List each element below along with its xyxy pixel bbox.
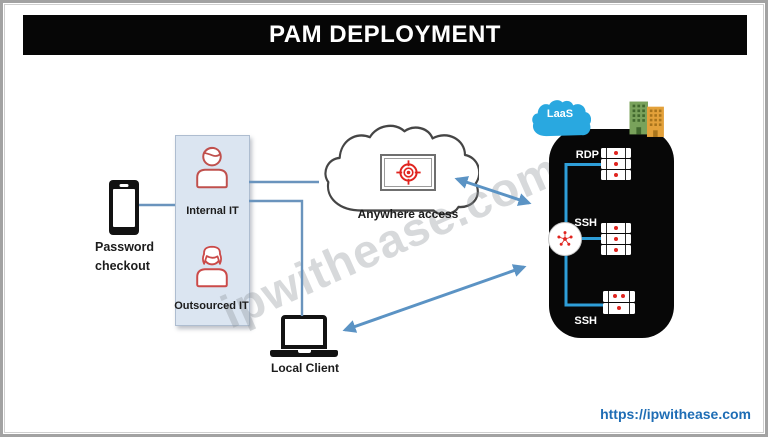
server-row — [601, 159, 631, 169]
laptop-base — [270, 350, 338, 357]
remote-screen-inner — [384, 158, 432, 187]
smartphone-icon — [109, 180, 139, 235]
ssh-bottom-label: SSH — [574, 315, 597, 327]
page-title: PAM DEPLOYMENT — [269, 21, 501, 48]
anywhere-access-label: Anywhere access — [357, 207, 459, 221]
remote-screen-icon — [380, 154, 436, 191]
outsourced-it-label: Outsourced IT — [174, 300, 249, 312]
local-client-label: Local Client — [270, 361, 339, 375]
server-row — [603, 303, 635, 314]
server-row — [601, 245, 631, 255]
password-checkout-label: Password checkout — [95, 240, 155, 273]
footer-url-link[interactable]: https://ipwithease.com — [600, 406, 751, 422]
server-row — [601, 148, 631, 158]
server-row — [603, 291, 635, 302]
target-icon — [395, 160, 421, 185]
male-user-icon — [196, 146, 228, 189]
laas-cloud-icon — [532, 100, 591, 137]
internal-it-label: Internal IT — [186, 205, 239, 217]
server-row — [601, 170, 631, 180]
ssh-mid-label: SSH — [574, 217, 597, 229]
server-row — [601, 223, 631, 233]
rdp-label: RDP — [575, 149, 599, 161]
phone-screen — [113, 189, 135, 227]
it-users-panel — [175, 135, 250, 326]
server-stack-rdp — [601, 148, 631, 181]
phone-speaker — [119, 183, 129, 187]
laas-label: LaaS — [546, 108, 574, 120]
server-stack-ssh-bottom — [603, 291, 635, 315]
server-row — [601, 234, 631, 244]
server-stack-ssh-mid — [601, 223, 631, 256]
laptop-notch — [298, 350, 311, 353]
hub-spokes-icon — [557, 231, 573, 246]
female-user-icon — [196, 245, 228, 288]
datacenter-buildings-icon — [629, 101, 664, 137]
laptop-icon — [281, 315, 327, 349]
title-bar: PAM DEPLOYMENT — [23, 15, 747, 55]
